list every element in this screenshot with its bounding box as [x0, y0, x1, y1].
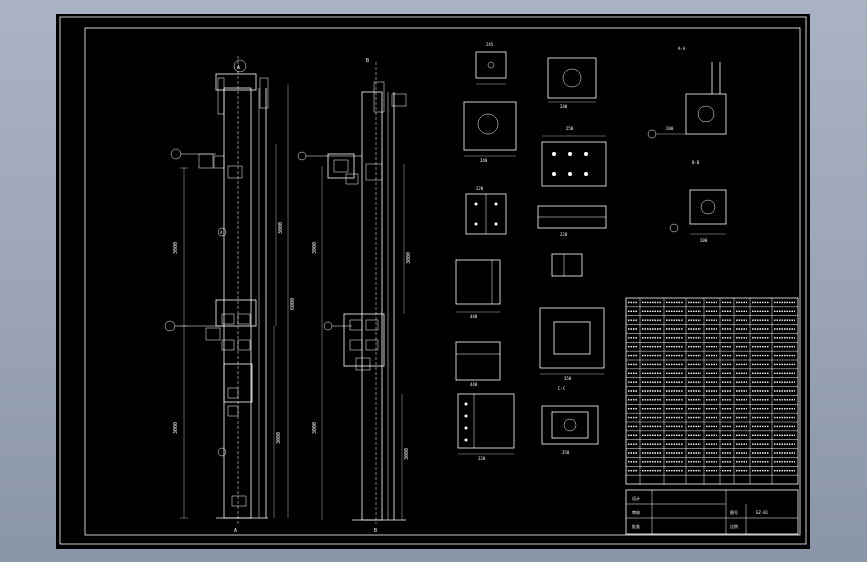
title-drawing-no: GZ-01 — [756, 510, 769, 515]
title-label-designer: 设计 — [632, 495, 640, 501]
section-a-side: 200 — [666, 126, 674, 131]
column-a-dim-lower-right: 3000 — [276, 432, 282, 444]
column-b-dim-upper-right: 3000 — [406, 252, 412, 264]
title-label-checker: 审核 — [632, 509, 640, 515]
detail-1-width: 245 — [486, 42, 494, 47]
column-b-elevation: B B 3000 3000 3000 — [297, 58, 412, 534]
title-label-scale: 比例 — [730, 523, 738, 529]
column-a-dim-lower-left: 3000 — [173, 422, 179, 434]
column-a-top-mark: A — [237, 65, 240, 71]
title-block: 设计 审核 批准 图号 比例 GZ-01 — [625, 489, 799, 535]
detail-2-width: 240 — [560, 104, 568, 109]
detail-5-width: 220 — [476, 186, 484, 191]
column-a-dim-upper-right: 3000 — [278, 222, 284, 234]
column-b-top-mark: B — [366, 58, 369, 64]
column-b-bottom-mark: B — [374, 528, 377, 534]
column-b-dim-upper-left: 3000 — [312, 242, 318, 254]
detail-views: 245 240 240 250 220 — [455, 42, 727, 461]
section-b-side: 200 — [700, 238, 708, 243]
detail-6-width: 220 — [560, 232, 568, 237]
material-table — [625, 297, 799, 485]
outer-frame — [59, 16, 807, 545]
column-a-label-mid: A — [220, 230, 223, 235]
detail-4-width: 250 — [566, 126, 574, 131]
column-b-dim-lower-left: 3000 — [312, 422, 318, 434]
detail-7-width: 440 — [470, 314, 478, 319]
table-border — [625, 297, 799, 485]
title-label-approver: 批准 — [632, 523, 640, 529]
section-b-label: B-B — [692, 160, 700, 165]
column-b-dim-lower-right: 3000 — [404, 448, 410, 460]
detail-11-width: 220 — [478, 456, 486, 461]
cad-viewport[interactable]: A A 3000 — [56, 14, 810, 549]
detail-8-width: 350 — [564, 376, 572, 381]
detail-3-width: 240 — [480, 158, 488, 163]
column-a-dim-upper-left: 3000 — [173, 242, 179, 254]
column-a-dim-total: 6000 — [290, 298, 296, 310]
detail-10-width: 350 — [562, 450, 570, 455]
cad-drawing: A A 3000 — [59, 16, 807, 545]
title-label-drawing-no: 图号 — [730, 509, 738, 515]
detail-9-width: 440 — [470, 382, 478, 387]
section-a-label: A-A — [678, 46, 686, 51]
column-a-bottom-mark: A — [234, 528, 237, 534]
column-a-elevation: A A 3000 — [164, 56, 296, 534]
inner-frame — [84, 27, 801, 536]
section-c-label: C-C — [558, 386, 566, 391]
